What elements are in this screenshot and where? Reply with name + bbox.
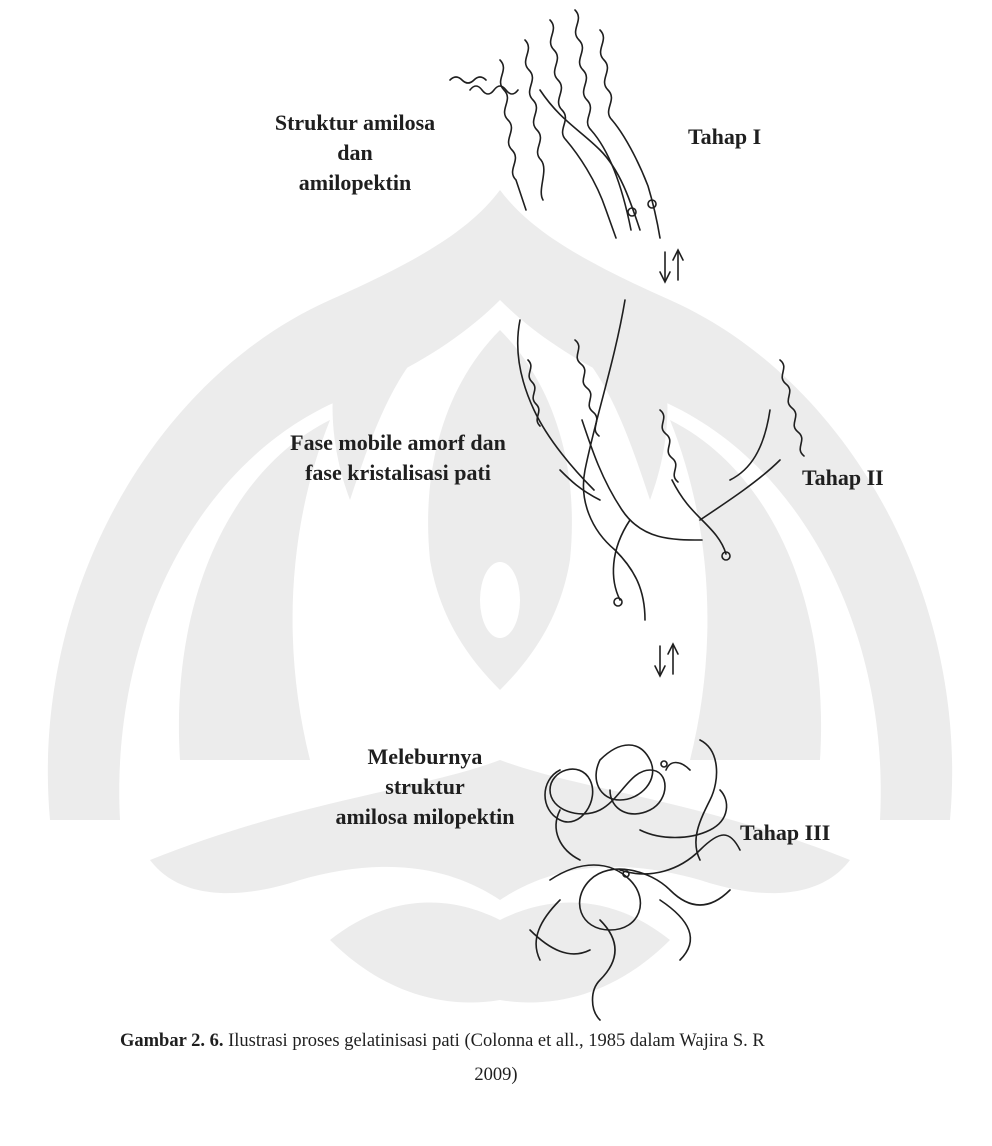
stage2-label: Tahap II	[802, 465, 884, 491]
stage3-description: Meleburnya struktur amilosa milopektin	[290, 742, 560, 832]
stage2-desc-line1: Fase mobile amorf dan	[248, 428, 548, 458]
stage1-desc-line2: dan	[250, 138, 460, 168]
stage3-label: Tahap III	[740, 820, 830, 846]
caption-line2: 2009)	[0, 1058, 992, 1092]
stage3-desc-line1: Meleburnya	[290, 742, 560, 772]
stage2-branched-chains	[518, 300, 804, 620]
stage1-label: Tahap I	[688, 124, 761, 150]
stage3-desc-line3: amilosa milopektin	[290, 802, 560, 832]
caption-text: Ilustrasi proses gelatinisasi pati (Colo…	[223, 1031, 764, 1051]
stage1-desc-line1: Struktur amilosa	[250, 108, 460, 138]
caption-line1: Gambar 2. 6. Ilustrasi proses gelatinisa…	[120, 1024, 765, 1058]
reversible-arrows-2-icon	[655, 644, 678, 676]
stage1-description: Struktur amilosa dan amilopektin	[250, 108, 460, 198]
stage1-helical-chains	[450, 10, 660, 238]
caption-prefix: Gambar 2. 6.	[120, 1031, 223, 1051]
stage2-description: Fase mobile amorf dan fase kristalisasi …	[248, 428, 548, 488]
stage3-desc-line2: struktur	[290, 772, 560, 802]
reversible-arrows-1-icon	[660, 250, 683, 282]
stage2-desc-line2: fase kristalisasi pati	[248, 458, 548, 488]
stage1-desc-line3: amilopektin	[250, 168, 460, 198]
stage3-tangled-chains	[530, 740, 740, 1020]
